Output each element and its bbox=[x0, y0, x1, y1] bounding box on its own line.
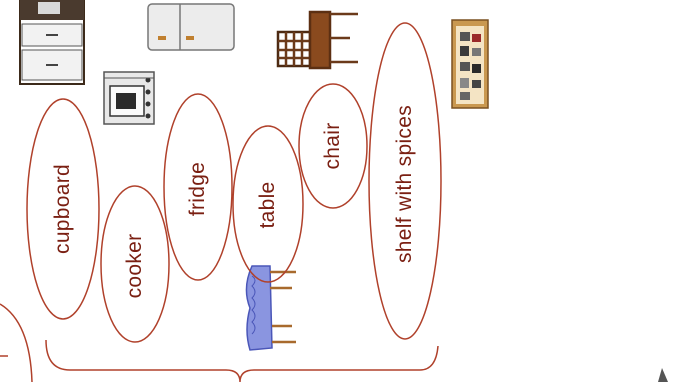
table-label: table bbox=[256, 181, 279, 229]
fridge-icon bbox=[147, 3, 235, 51]
fridge-label: fridge bbox=[186, 161, 209, 217]
cooker-label: cooker bbox=[123, 233, 146, 299]
table-icon bbox=[245, 265, 296, 351]
cupboard-icon bbox=[19, 0, 85, 85]
shelf-oval bbox=[368, 22, 442, 340]
corner-fragment bbox=[658, 368, 668, 382]
shelf-label: shelf with spices bbox=[393, 105, 416, 263]
partial-oval-edge bbox=[0, 303, 33, 382]
spice-shelf-icon bbox=[451, 19, 489, 109]
fridge-oval bbox=[163, 93, 233, 281]
table-oval bbox=[232, 125, 304, 283]
chair-oval bbox=[298, 83, 368, 209]
cupboard-label: cupboard bbox=[51, 164, 74, 254]
cupboard-oval bbox=[26, 98, 100, 320]
bottom-brace bbox=[45, 339, 439, 382]
cooker-icon bbox=[103, 71, 155, 125]
chair-icon bbox=[276, 10, 358, 70]
cooker-oval bbox=[100, 185, 170, 343]
chair-label: chair bbox=[321, 122, 344, 170]
